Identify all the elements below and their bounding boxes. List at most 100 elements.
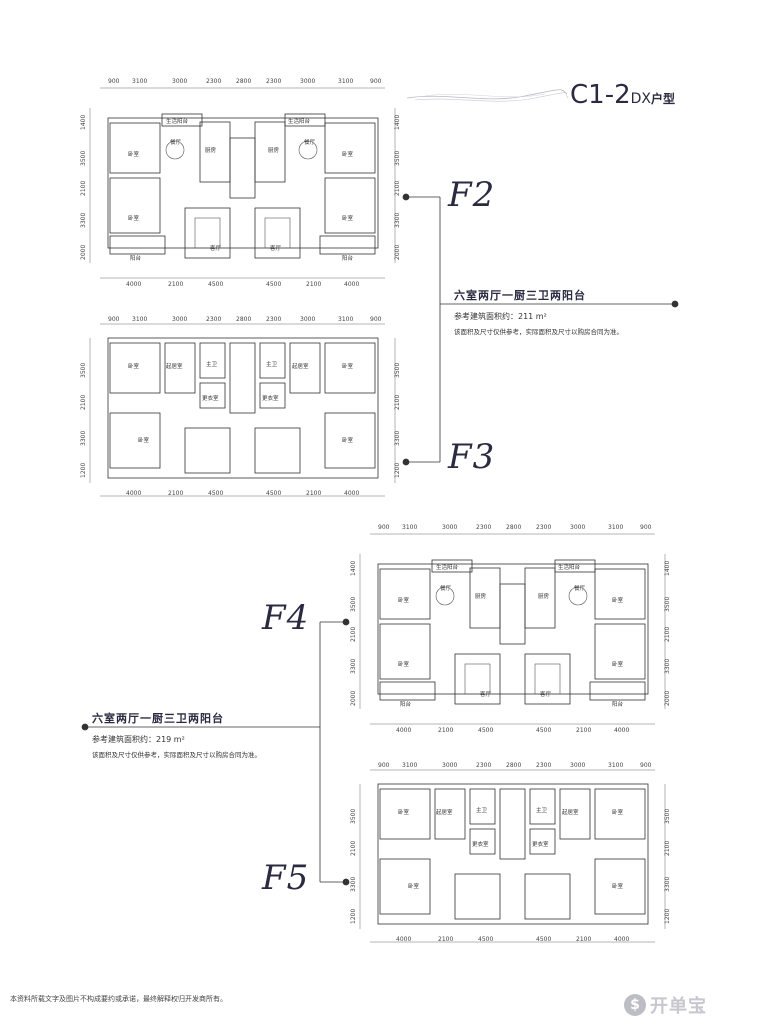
room-bedroom-4: 卧室	[612, 662, 624, 668]
unit-type-word: 户型	[651, 92, 676, 106]
room-living-2: 客厅	[270, 246, 282, 252]
dim-top-3: 3000	[442, 524, 458, 531]
unit-type-suffix: DX	[630, 91, 651, 107]
room-lounge-2: 起居室	[562, 810, 579, 816]
room-living-1: 客厅	[480, 692, 492, 698]
room-cloakroom-2: 更衣室	[262, 396, 279, 402]
dim-top-5: 2800	[506, 762, 522, 769]
dim-top-7: 3000	[570, 762, 586, 769]
dim-top-7: 3000	[300, 78, 316, 85]
room-cloakroom-1: 更衣室	[472, 842, 489, 848]
unit-type-code: C1-2	[570, 80, 631, 110]
room-bedroom-4: 卧室	[342, 438, 354, 444]
dim-top-9: 900	[640, 762, 652, 769]
dim-bottom-4: 4500	[536, 727, 552, 734]
dim-top-8: 3100	[338, 78, 354, 85]
room-bedroom-4: 卧室	[342, 216, 354, 222]
dim-top-2: 3100	[402, 762, 418, 769]
floor-plan-f4: 900 3100 3000 2300 2800 2300 3000 3100 9…	[350, 524, 671, 736]
room-bedroom-2: 卧室	[342, 364, 354, 370]
room-dining-1: 餐厅	[170, 140, 182, 146]
dim-bottom-2: 2100	[438, 727, 454, 734]
floor-plan-f5: 900 3100 3000 2300 2800 2300 3000 3100 9…	[350, 762, 671, 956]
dim-bottom-3: 4500	[478, 727, 494, 734]
room-service-balcony-2: 生活阳台	[558, 565, 581, 571]
room-cloakroom-2: 更衣室	[532, 842, 549, 848]
dim-bottom-2: 2100	[168, 281, 184, 288]
room-kitchen-2: 厨房	[538, 594, 550, 600]
dim-bottom-3: 4500	[208, 490, 224, 497]
connector-f2-f3	[402, 193, 679, 466]
unit-type-title: C1-2DX户型	[570, 80, 675, 110]
dim-top-3: 3000	[172, 316, 188, 323]
room-living-1: 客厅	[210, 246, 222, 252]
dim-top-2: 3100	[132, 316, 148, 323]
dim-top-8: 3100	[608, 524, 624, 531]
dim-bottom-4: 4500	[266, 490, 282, 497]
dim-top-9: 900	[370, 316, 382, 323]
room-bedroom-2: 卧室	[612, 598, 624, 604]
dim-bottom-3: 4500	[208, 281, 224, 288]
dim-bottom-3: 4500	[478, 936, 494, 943]
floor-label-f3: F3	[448, 437, 496, 477]
dim-bottom-6: 4000	[614, 727, 630, 734]
dim-top-7: 3000	[300, 316, 316, 323]
floor-label-f4: F4	[262, 598, 310, 638]
room-bedroom-4: 卧室	[612, 884, 624, 890]
dim-top-3: 3000	[442, 762, 458, 769]
dim-bottom-1: 4000	[396, 936, 412, 943]
room-master-bath-1: 主卫	[206, 362, 218, 368]
floor-plan-f2-drawing	[89, 87, 396, 279]
floor-label-f5: F5	[262, 858, 310, 898]
room-dining-2: 餐厅	[574, 586, 586, 592]
dim-bottom-6: 4000	[344, 281, 360, 288]
room-kitchen-1: 厨房	[475, 594, 487, 600]
dim-top-2: 3100	[402, 524, 418, 531]
dim-bottom-1: 4000	[126, 490, 142, 497]
room-bedroom-1: 卧室	[128, 152, 140, 158]
dollar-icon: $	[624, 994, 646, 1016]
dim-bottom-5: 2100	[306, 490, 322, 497]
floor-plan-f5-drawing	[359, 769, 666, 943]
room-kitchen-2: 厨房	[268, 148, 280, 154]
room-bedroom-3: 卧室	[398, 662, 410, 668]
dim-top-1: 900	[378, 762, 390, 769]
room-bedroom-1: 卧室	[128, 364, 140, 370]
dim-top-6: 2300	[266, 316, 282, 323]
room-balcony-1: 阳台	[130, 256, 142, 262]
dim-bottom-2: 2100	[438, 936, 454, 943]
info-bottom-area: 参考建筑面积约：219 m²	[92, 735, 185, 744]
room-lounge-2: 起居室	[292, 364, 309, 370]
dim-bottom-1: 4000	[126, 281, 142, 288]
dim-top-5: 2800	[236, 78, 252, 85]
dim-top-4: 2300	[476, 524, 492, 531]
dim-top-6: 2300	[266, 78, 282, 85]
dim-bottom-2: 2100	[168, 490, 184, 497]
watermark-logo-text: 开单宝	[650, 996, 707, 1017]
dim-top-1: 900	[108, 78, 120, 85]
dim-top-3: 3000	[172, 78, 188, 85]
dim-top-6: 2300	[536, 524, 552, 531]
dim-bottom-6: 4000	[614, 936, 630, 943]
room-living-2: 客厅	[540, 692, 552, 698]
dim-bottom-5: 2100	[576, 727, 592, 734]
info-top-title: 六室两厅一厨三卫两阳台	[454, 289, 586, 302]
room-balcony-2: 阳台	[342, 256, 354, 262]
room-master-bath-2: 主卫	[266, 362, 278, 368]
dim-top-4: 2300	[206, 316, 222, 323]
info-top-note: 该面积及尺寸仅供参考，实际面积及尺寸以购房合同为准。	[454, 328, 623, 336]
room-lounge-1: 起居室	[166, 364, 183, 370]
room-master-bath-1: 主卫	[476, 808, 488, 814]
room-kitchen-1: 厨房	[205, 148, 217, 154]
dim-top-4: 2300	[476, 762, 492, 769]
info-top-area: 参考建筑面积约：211 m²	[454, 312, 547, 321]
room-bedroom-3: 卧室	[128, 216, 140, 222]
floor-plan-f4-drawing	[359, 533, 666, 725]
dim-top-6: 2300	[536, 762, 552, 769]
disclaimer-text: 本资料所载文字及图片不构成要约或承诺，最终解释权归开发商所有。	[10, 995, 227, 1003]
watermark-logo: $ 开单宝	[624, 992, 707, 1018]
dim-top-9: 900	[370, 78, 382, 85]
room-bedroom-2: 卧室	[342, 152, 354, 158]
room-service-balcony-1: 生活阳台	[166, 119, 189, 125]
dim-bottom-5: 2100	[576, 936, 592, 943]
